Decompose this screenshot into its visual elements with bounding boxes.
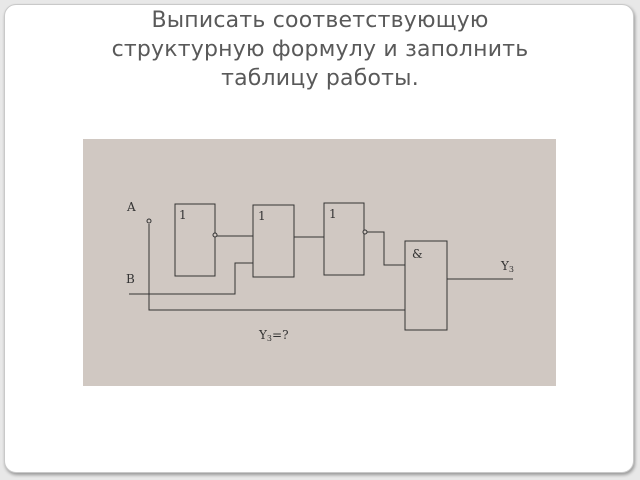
wire-g3-to-and (367, 231, 405, 266)
input-a-label: A (126, 200, 136, 214)
logic-circuit-diagram: A B 1 1 1 & Y3 Y3=? (83, 139, 556, 386)
gate-1 (174, 203, 216, 277)
wire-a-to-and (148, 224, 405, 311)
gate-3-inverter-bubble (362, 229, 368, 235)
title-line-2: структурную формулу и заполнить (111, 37, 529, 62)
gate-4-and (404, 240, 448, 331)
gate-1-label: 1 (179, 208, 187, 222)
input-b-label: B (126, 272, 135, 286)
gate-2 (252, 204, 295, 278)
circuit-svg: A B 1 1 1 & Y3 Y3=? (126, 200, 514, 343)
gate-2-label: 1 (258, 209, 266, 223)
gate-1-inverter-bubble (212, 232, 218, 238)
title-line-1: Выписать соответствующую (151, 8, 489, 33)
wire-b-to-g2 (129, 262, 253, 295)
gate-4-label: & (412, 247, 423, 261)
input-a-bubble (146, 218, 152, 224)
question-label: Y3=? (258, 328, 289, 343)
gate-3 (323, 202, 365, 276)
gate-3-label: 1 (329, 207, 337, 221)
title-line-3: таблицу работы. (221, 66, 419, 91)
slide-title: Выписать соответствующую структурную фор… (0, 6, 640, 93)
output-label: Y3 (500, 259, 514, 274)
